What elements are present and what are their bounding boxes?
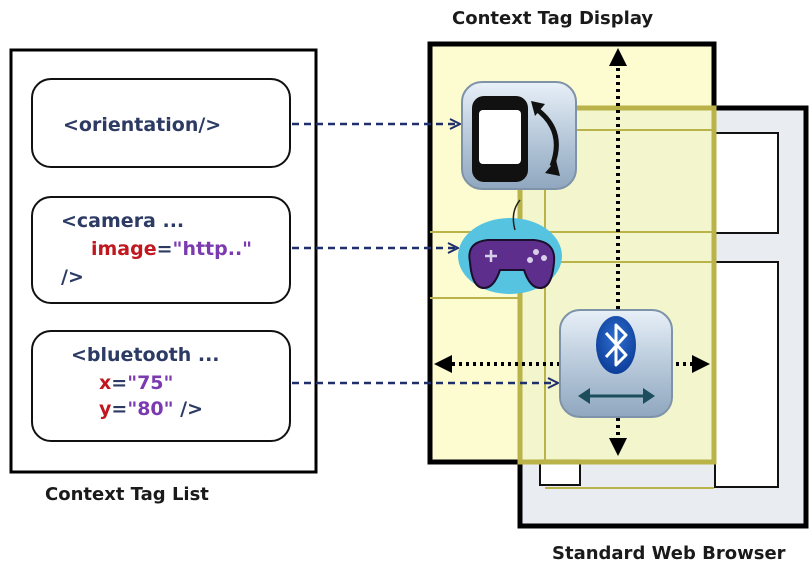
arrow-up-icon [609,48,627,66]
context-tag-list-title: Context Tag List [45,484,209,505]
connector-arrows [292,124,558,383]
camera-image-attr: image [91,238,157,260]
bluetooth-x-line: x="75" [99,372,173,394]
bluetooth-y-value: "80" [127,398,174,420]
gamepad-icon [458,199,562,294]
bluetooth-tag-close: /> [173,398,204,420]
arrow-left-icon [434,355,452,373]
camera-tag-open: <camera ... [61,210,185,232]
arrow-down-icon [609,438,627,456]
bluetooth-y-eq: = [111,398,128,420]
camera-tag-box: <camera ... image="http.." /> [31,196,291,304]
browser-panel-top [714,132,779,234]
camera-tag-close: /> [61,266,84,288]
bluetooth-x-value: "75" [127,372,174,394]
context-tag-display [427,41,717,489]
camera-image-value: "http.." [172,238,253,260]
orientation-tag-text: <orientation/> [63,114,222,136]
bluetooth-y-line: y="80" /> [99,398,203,420]
phone-rotate-icon [461,81,577,190]
arrow-right-icon [692,355,710,373]
standard-web-browser-title: Standard Web Browser [552,543,786,564]
bluetooth-icon [559,309,673,418]
bluetooth-tag-open: <bluetooth ... [71,344,220,366]
bluetooth-x-attr: x [99,372,112,394]
camera-image-attr-line: image="http.." [91,238,252,260]
camera-image-eq: = [156,238,173,260]
bluetooth-tag-box: <bluetooth ... x="75" y="80" /> [31,330,291,442]
bluetooth-y-attr: y [99,398,112,420]
browser-panel-right [714,261,779,488]
bluetooth-x-eq: = [111,372,128,394]
orientation-tag-box: <orientation/> [31,78,291,168]
context-tag-display-title: Context Tag Display [452,8,654,29]
